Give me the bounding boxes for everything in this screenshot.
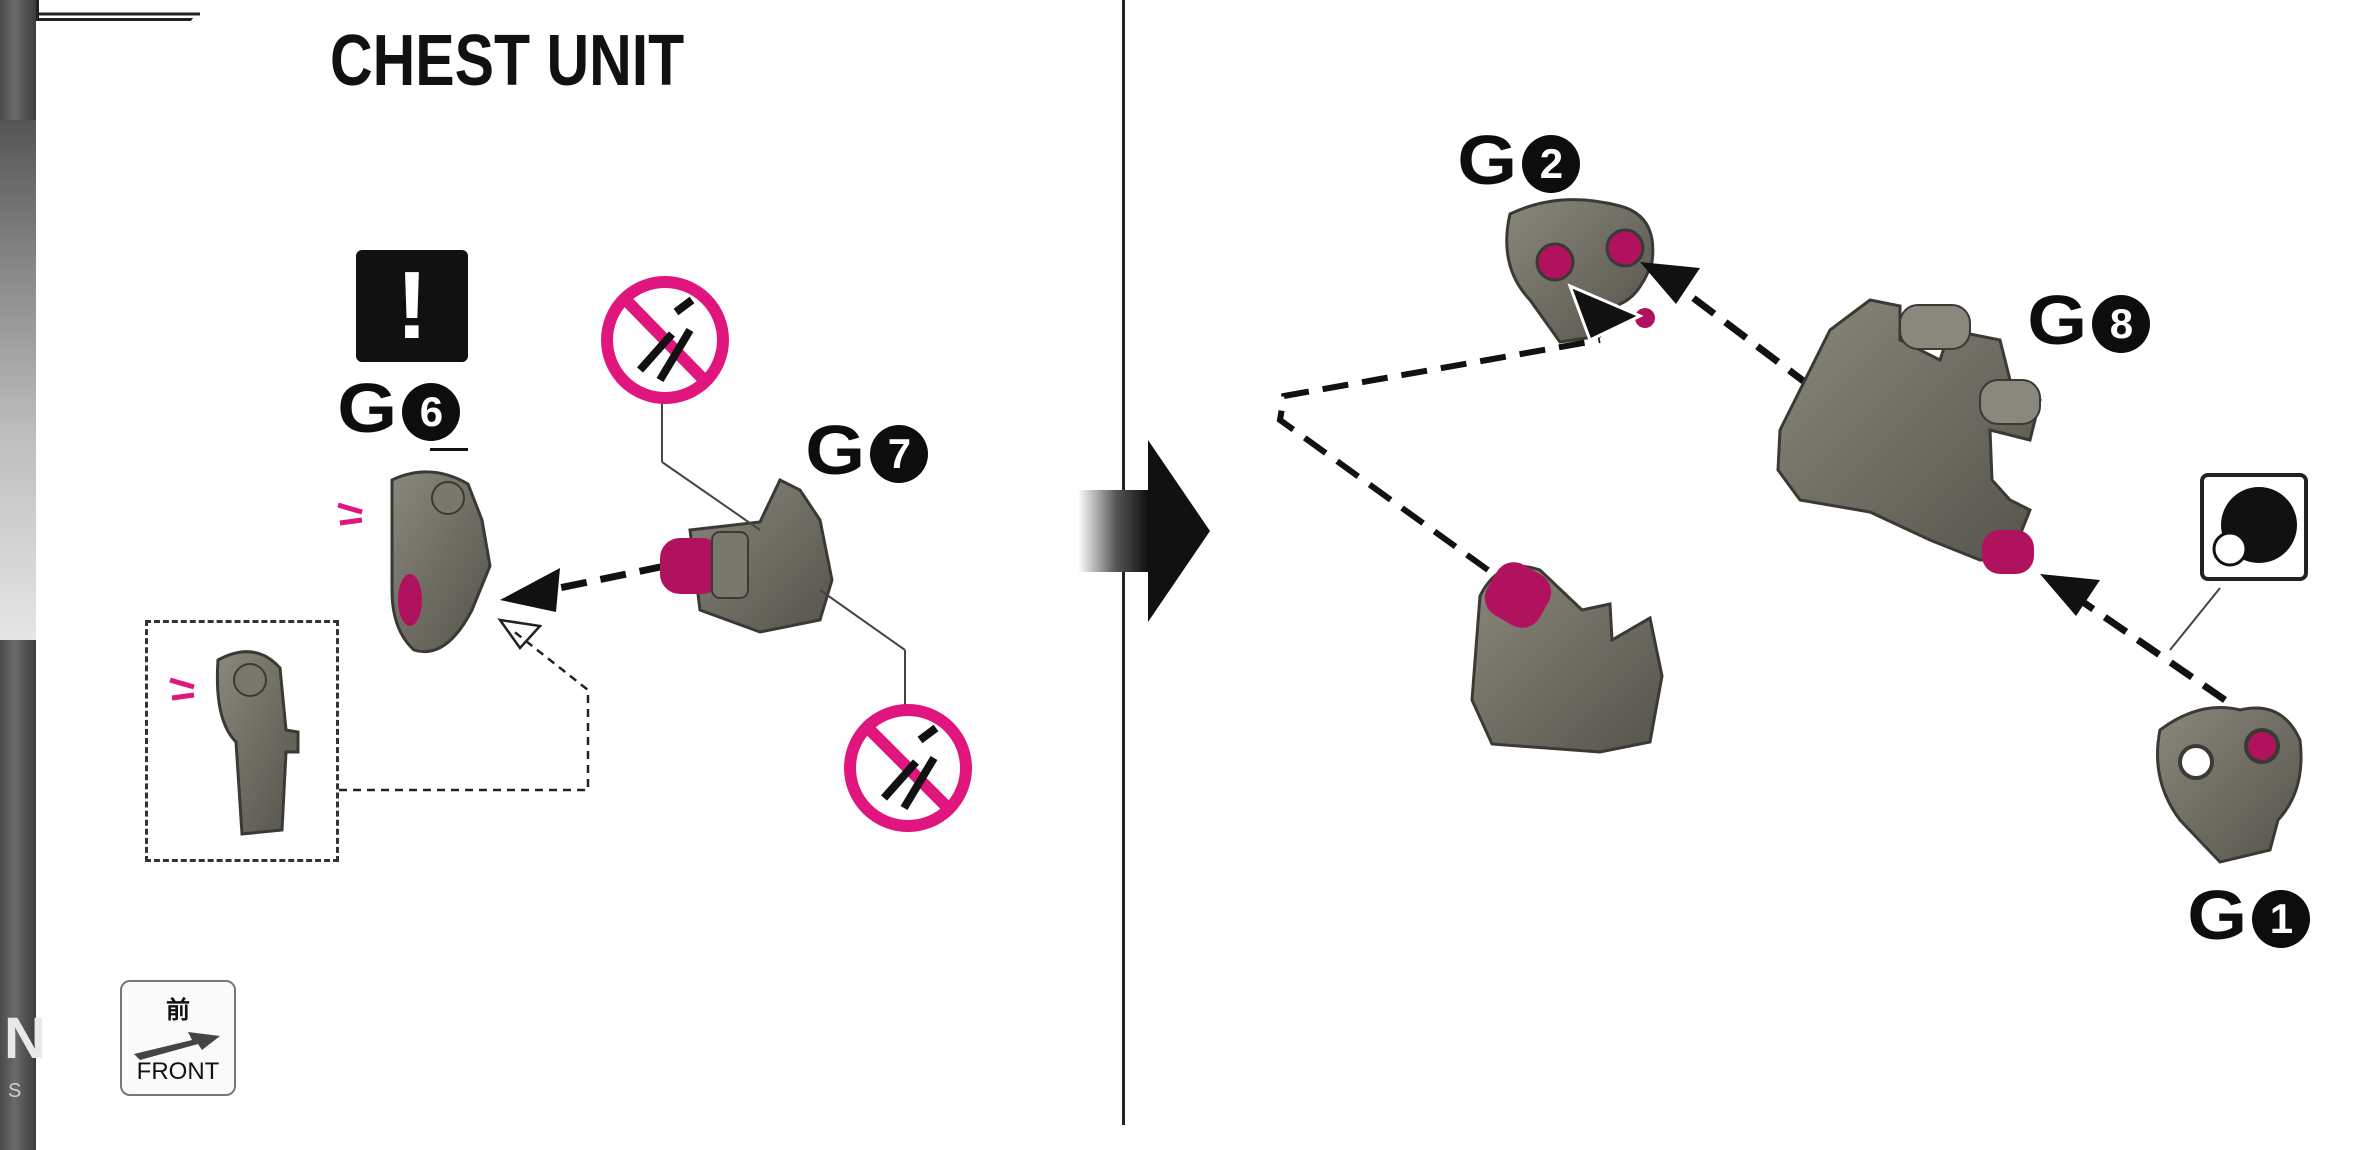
runner-letter: G xyxy=(2027,281,2088,359)
no-nipper-icon xyxy=(601,276,729,404)
assembly-arrow xyxy=(1677,285,1813,389)
assembly-arrow xyxy=(539,562,666,596)
runner-letter: G xyxy=(1457,121,1518,199)
front-arrow-icon xyxy=(134,1032,220,1060)
part-number-badge: 2 xyxy=(1522,135,1581,193)
part-g6-g7-assembly xyxy=(1470,562,1664,754)
sidebar-artwork xyxy=(0,120,36,640)
page-title: CHEST UNIT xyxy=(330,21,685,101)
part-g6-detail xyxy=(215,650,300,836)
runner-letter: G xyxy=(805,411,866,489)
assembly-route xyxy=(1276,337,1601,573)
front-orientation-icon: 前 FRONT xyxy=(120,980,236,1096)
sidebar-brand-fragment: N xyxy=(4,1006,46,1071)
front-label: FRONT xyxy=(136,1058,220,1085)
runner-letter: G xyxy=(2187,876,2248,954)
sidebar-sub-fragment: S xyxy=(8,1080,22,1102)
part-g1 xyxy=(2156,706,2303,864)
guide-line xyxy=(339,629,590,792)
front-kanji: 前 xyxy=(166,996,190,1024)
round-part-icon xyxy=(2200,473,2308,581)
part-number-badge: 6 xyxy=(402,383,461,441)
assembly-arrow xyxy=(2078,597,2227,703)
next-step-arrow-icon xyxy=(1078,440,1210,622)
warning-icon: ! xyxy=(356,250,468,362)
part-g8 xyxy=(1776,298,2042,574)
part-number-badge: 8 xyxy=(2092,295,2151,353)
part-g7 xyxy=(660,477,834,634)
sidebar-strip: N S xyxy=(0,0,46,1150)
gate-mark-icon xyxy=(169,677,195,701)
part-number-badge: 1 xyxy=(2252,890,2311,948)
gate-mark-icon xyxy=(337,502,363,526)
runner-letter: G xyxy=(337,369,398,447)
detail-view-box xyxy=(145,620,339,862)
part-number-badge: 7 xyxy=(870,425,929,483)
part-underline xyxy=(430,448,468,451)
no-nipper-icon xyxy=(844,704,972,832)
part-g6 xyxy=(390,470,492,654)
